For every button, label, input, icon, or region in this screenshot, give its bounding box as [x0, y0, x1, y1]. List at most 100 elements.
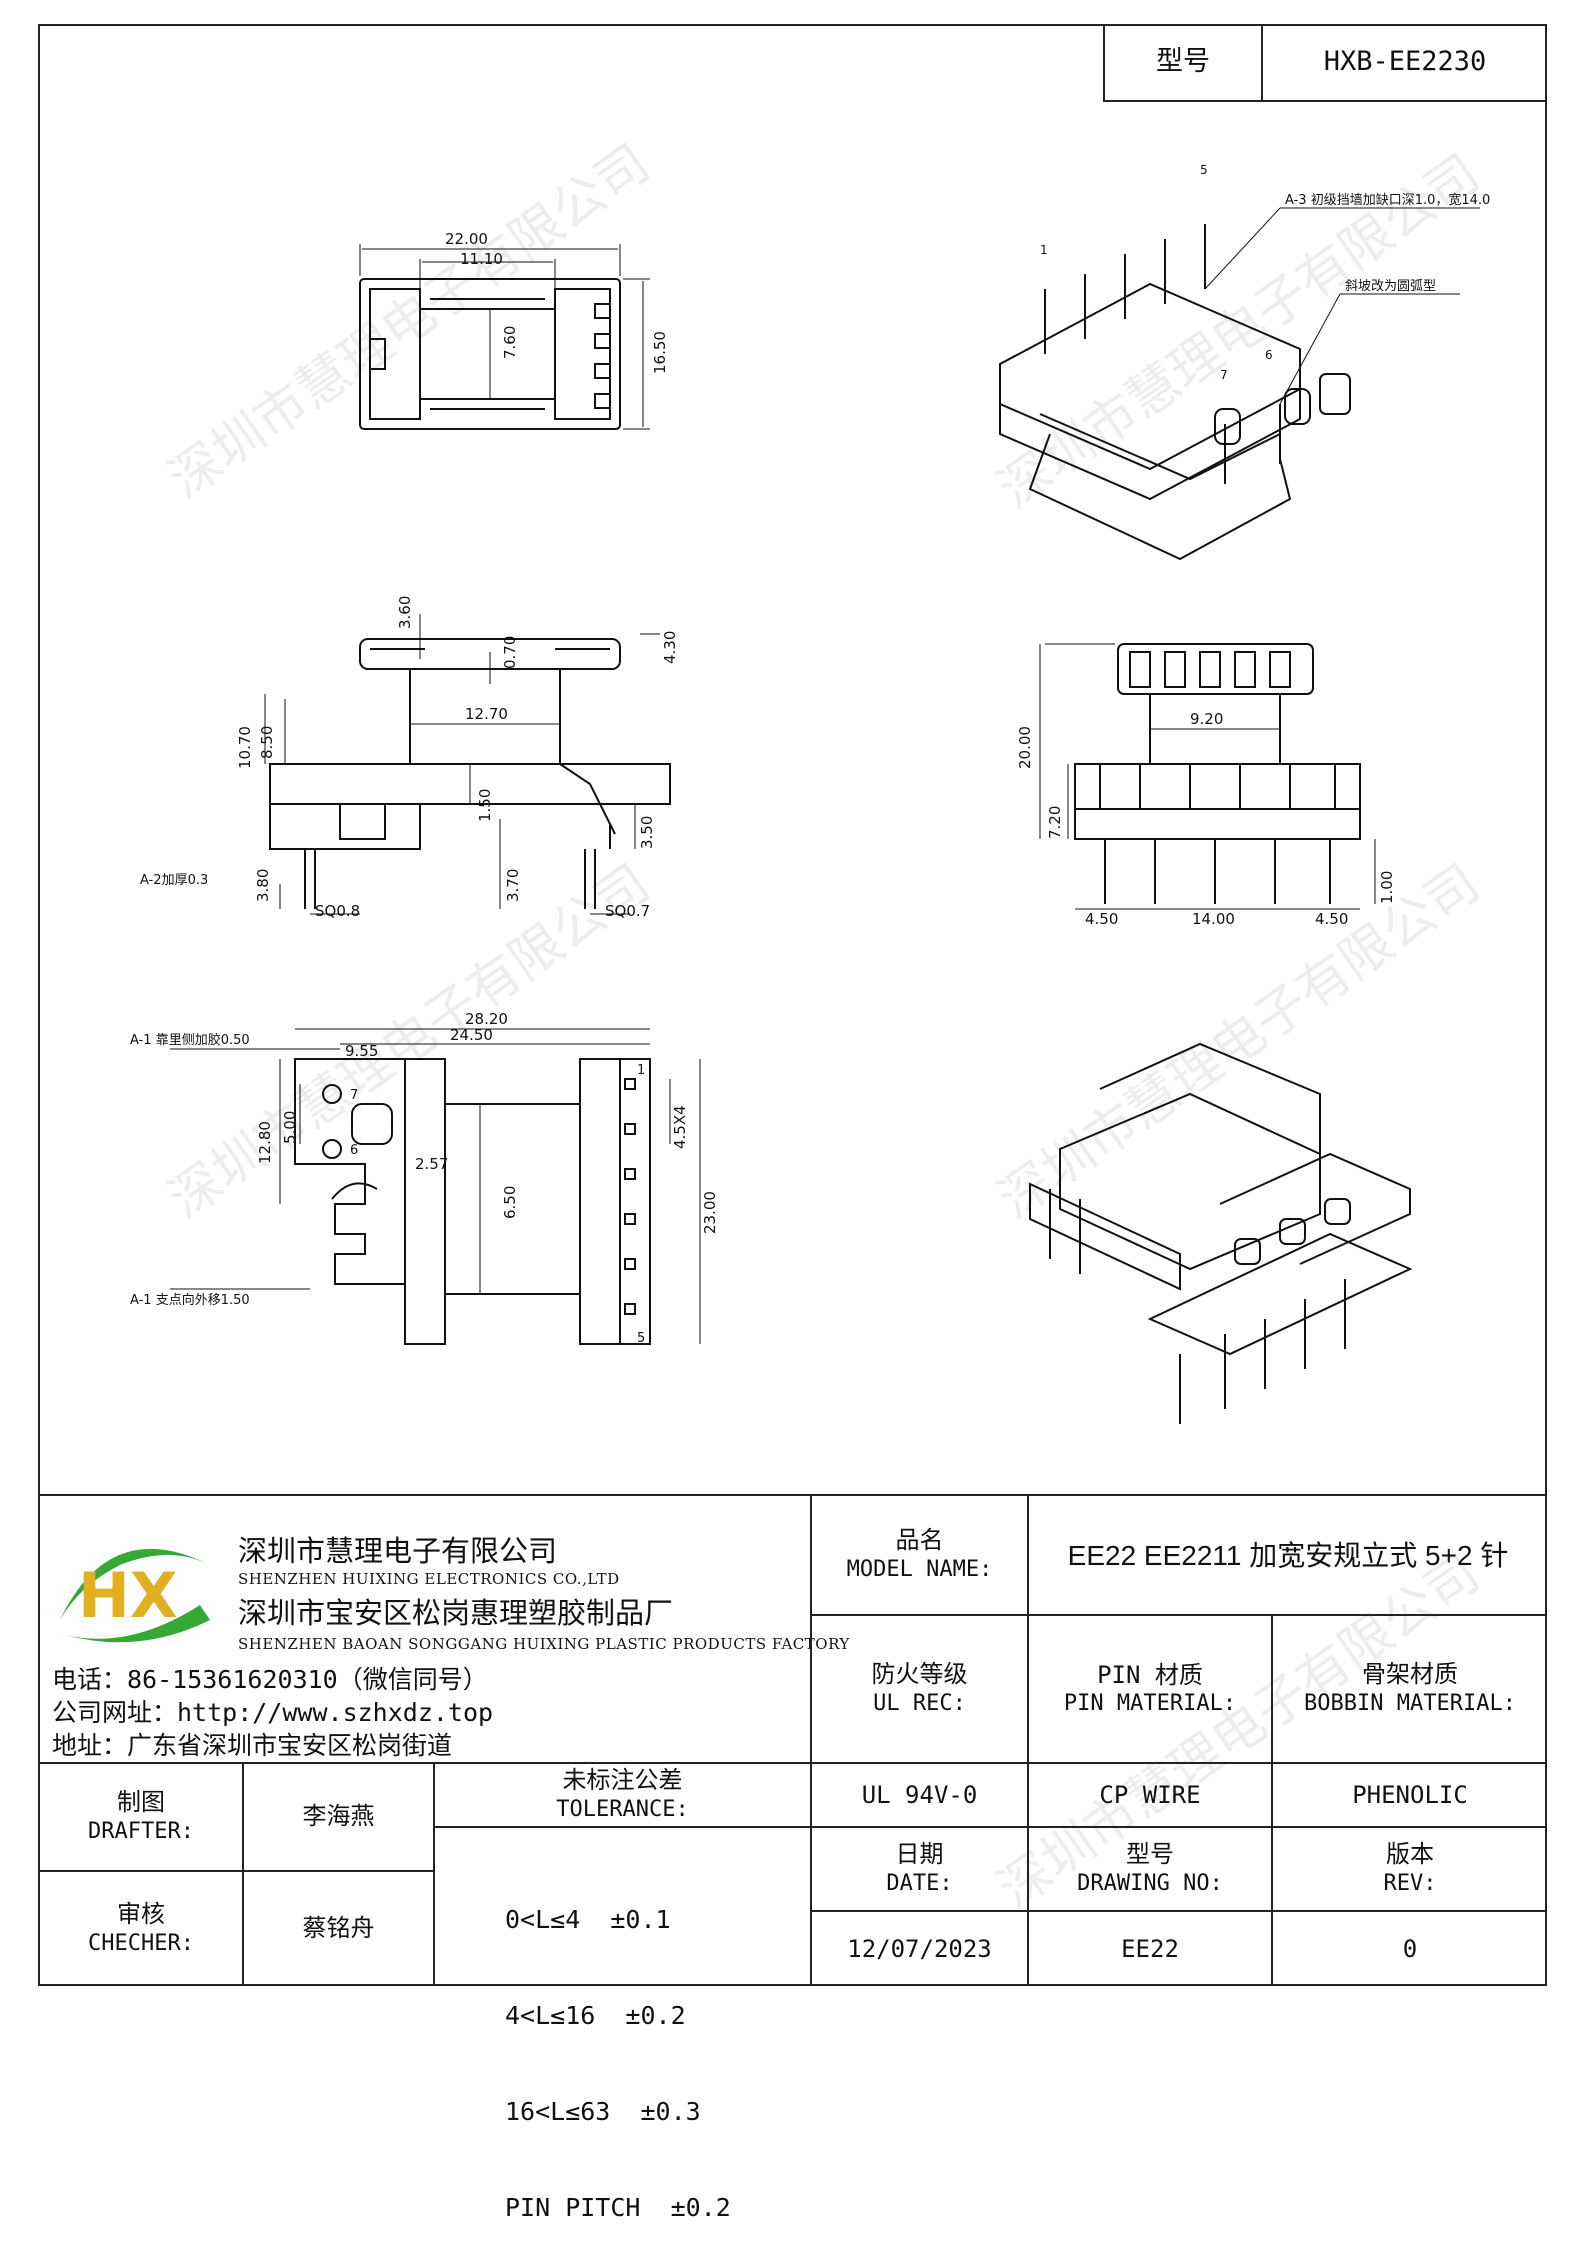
- pin-label-7: 7: [350, 1088, 358, 1103]
- company-website[interactable]: 公司网址：http://www.szhxdz.top: [52, 1698, 494, 1727]
- dim-side-360: 3.60: [396, 596, 414, 629]
- drawing-no-value: EE22: [1121, 1935, 1179, 1963]
- factory-name-cn: 深圳市宝安区松岗惠理塑胶制品厂: [238, 1598, 674, 1630]
- engineering-drawing: 22.00 11.10 7.60 16.50 3.60 0.70 4.30 12…: [130, 163, 1490, 1424]
- dim-side-1070: 10.70: [236, 726, 254, 769]
- grid-line: [1027, 1494, 1029, 1986]
- tolerance-table: 0<L≤4 ±0.1 4<L≤16 ±0.2 16<L≤63 ±0.3 PIN …: [505, 1840, 731, 2256]
- dim-side-850: 8.50: [258, 726, 276, 759]
- ul-cn: 防火等级: [871, 1661, 968, 1689]
- dim-front-720: 7.20: [1046, 806, 1064, 839]
- dim-side-150: 1.50: [476, 789, 494, 822]
- iso-pin-6: 6: [1265, 348, 1273, 362]
- checker-value: 蔡铭舟: [302, 1915, 375, 1942]
- note-a2: A-2加厚0.3: [140, 873, 208, 888]
- bobbin-material-label: 骨架材质 BOBBIN MATERIAL:: [1273, 1616, 1547, 1762]
- model-name-label: 品名 MODEL NAME:: [812, 1496, 1027, 1614]
- drafter-value: 李海燕: [302, 1803, 375, 1830]
- company-name-en: SHENZHEN HUIXING ELECTRONICS CO.,LTD: [238, 1570, 620, 1588]
- dim-bottom-257: 2.57: [415, 1155, 448, 1173]
- dim-side-430: 4.30: [661, 631, 679, 664]
- tolerance-en: TOLERANCE:: [556, 1797, 689, 1823]
- drafter-en: DRAFTER:: [88, 1819, 194, 1845]
- dim-front-1400: 14.00: [1192, 910, 1235, 928]
- checker-cn: 审核: [117, 1901, 165, 1929]
- grid-line: [1271, 1614, 1273, 1986]
- iso-view-bottom: [1029, 1042, 1413, 1424]
- dim-front-100: 1.00: [1378, 871, 1396, 904]
- iso-pin-1: 1: [1040, 243, 1048, 257]
- company-logo: HX: [50, 1525, 220, 1645]
- dim-bottom-2450: 24.50: [450, 1026, 493, 1044]
- title-block-top-line: [38, 1494, 1547, 1496]
- company-address: 地址：广东省深圳市宝安区松岗街道: [52, 1732, 453, 1760]
- drawing-en: DRAWING NO:: [1077, 1871, 1223, 1897]
- factory-name-en: SHENZHEN BAOAN SONGGANG HUIXING PLASTIC …: [238, 1635, 850, 1653]
- grid-line: [810, 1910, 1547, 1912]
- dim-bottom-2820: 28.20: [465, 1010, 508, 1028]
- model-name-cn: 品名: [895, 1527, 944, 1555]
- date-label: 日期 DATE:: [812, 1828, 1027, 1910]
- dim-side-380: 3.80: [254, 869, 272, 902]
- dim-top-1110: 11.10: [460, 250, 503, 268]
- model-name-en: MODEL NAME:: [846, 1557, 993, 1583]
- bobbin-cn: 骨架材质: [1362, 1661, 1458, 1689]
- rev-value: 0: [1402, 1935, 1418, 1963]
- tolerance-line: 4<L≤16 ±0.2: [505, 2001, 686, 2030]
- tolerance-line: 0<L≤4 ±0.1: [505, 1905, 671, 1934]
- bobbin-value: PHENOLIC: [1352, 1781, 1468, 1809]
- dim-bottom-1280: 12.80: [256, 1121, 274, 1164]
- dim-top-1650: 16.50: [651, 331, 669, 374]
- date-value: 12/07/2023: [847, 1935, 992, 1963]
- rev-en: REV:: [1383, 1871, 1437, 1897]
- header-model-box: 型号 HXB-EE2230: [1103, 24, 1547, 102]
- dim-top-22: 22.00: [445, 230, 488, 248]
- ul-rec-label: 防火等级 UL REC:: [812, 1616, 1027, 1762]
- ul-value: UL 94V-0: [861, 1781, 978, 1809]
- rev-cn: 版本: [1386, 1841, 1434, 1869]
- tolerance-line: PIN PITCH ±0.2: [505, 2193, 731, 2222]
- dim-bottom-45x4: 4.5X4: [671, 1105, 689, 1149]
- drawing-no-label: 型号 DRAWING NO:: [1029, 1828, 1271, 1910]
- grid-line: [433, 1826, 810, 1828]
- drafter-label: 制图 DRAFTER:: [40, 1764, 242, 1870]
- pin-en: PIN MATERIAL:: [1063, 1691, 1237, 1717]
- iso-pin-7: 7: [1220, 368, 1228, 382]
- dim-bottom-955: 9.55: [345, 1042, 378, 1060]
- company-name-cn: 深圳市慧理电子有限公司: [238, 1536, 558, 1568]
- note-a1-inner: A-1 靠里侧加胶0.50: [130, 1032, 250, 1048]
- dim-front-920: 9.20: [1190, 710, 1223, 728]
- header-model-value: HXB-EE2230: [1323, 46, 1487, 78]
- top-view: [359, 278, 621, 430]
- pin-value: CP WIRE: [1099, 1781, 1201, 1809]
- date-en: DATE:: [886, 1871, 953, 1897]
- logo-text: HX: [78, 1559, 178, 1632]
- dim-top-760: 7.60: [501, 326, 519, 359]
- bobbin-en: BOBBIN MATERIAL:: [1304, 1691, 1516, 1717]
- bottom-view: [294, 1058, 651, 1345]
- company-phone: 电话：86-15361620310（微信同号）: [52, 1665, 488, 1694]
- model-name-value: EE22 EE2211 加宽安规立式 5+2 针: [1067, 1539, 1509, 1571]
- rev-label: 版本 REV:: [1273, 1828, 1547, 1910]
- tolerance-cn: 未标注公差: [562, 1767, 683, 1795]
- dim-side-sq07: SQ0.7: [605, 902, 650, 920]
- grid-line: [810, 1826, 1547, 1828]
- ul-en: UL REC:: [873, 1691, 966, 1717]
- date-cn: 日期: [895, 1841, 944, 1869]
- grid-line: [242, 1762, 244, 1986]
- note-a1-outer: A-1 支点向外移1.50: [130, 1292, 250, 1308]
- dim-front-450b: 4.50: [1315, 910, 1348, 928]
- dim-side-sq08: SQ0.8: [315, 902, 360, 920]
- dim-front-2000: 20.00: [1016, 726, 1034, 769]
- dim-side-070: 0.70: [501, 636, 519, 669]
- dim-bottom-650: 6.50: [501, 1186, 519, 1219]
- grid-line: [810, 1614, 1547, 1616]
- drafter-cn: 制图: [117, 1789, 165, 1817]
- tolerance-label: 未标注公差 TOLERANCE:: [435, 1764, 810, 1826]
- grid-line: [433, 1762, 435, 1986]
- dim-side-1270: 12.70: [465, 705, 508, 723]
- iso-pin-5: 5: [1200, 163, 1208, 177]
- pin-label-5: 5: [637, 1331, 645, 1346]
- dim-side-370: 3.70: [504, 869, 522, 902]
- iso-view-top: [999, 224, 1351, 561]
